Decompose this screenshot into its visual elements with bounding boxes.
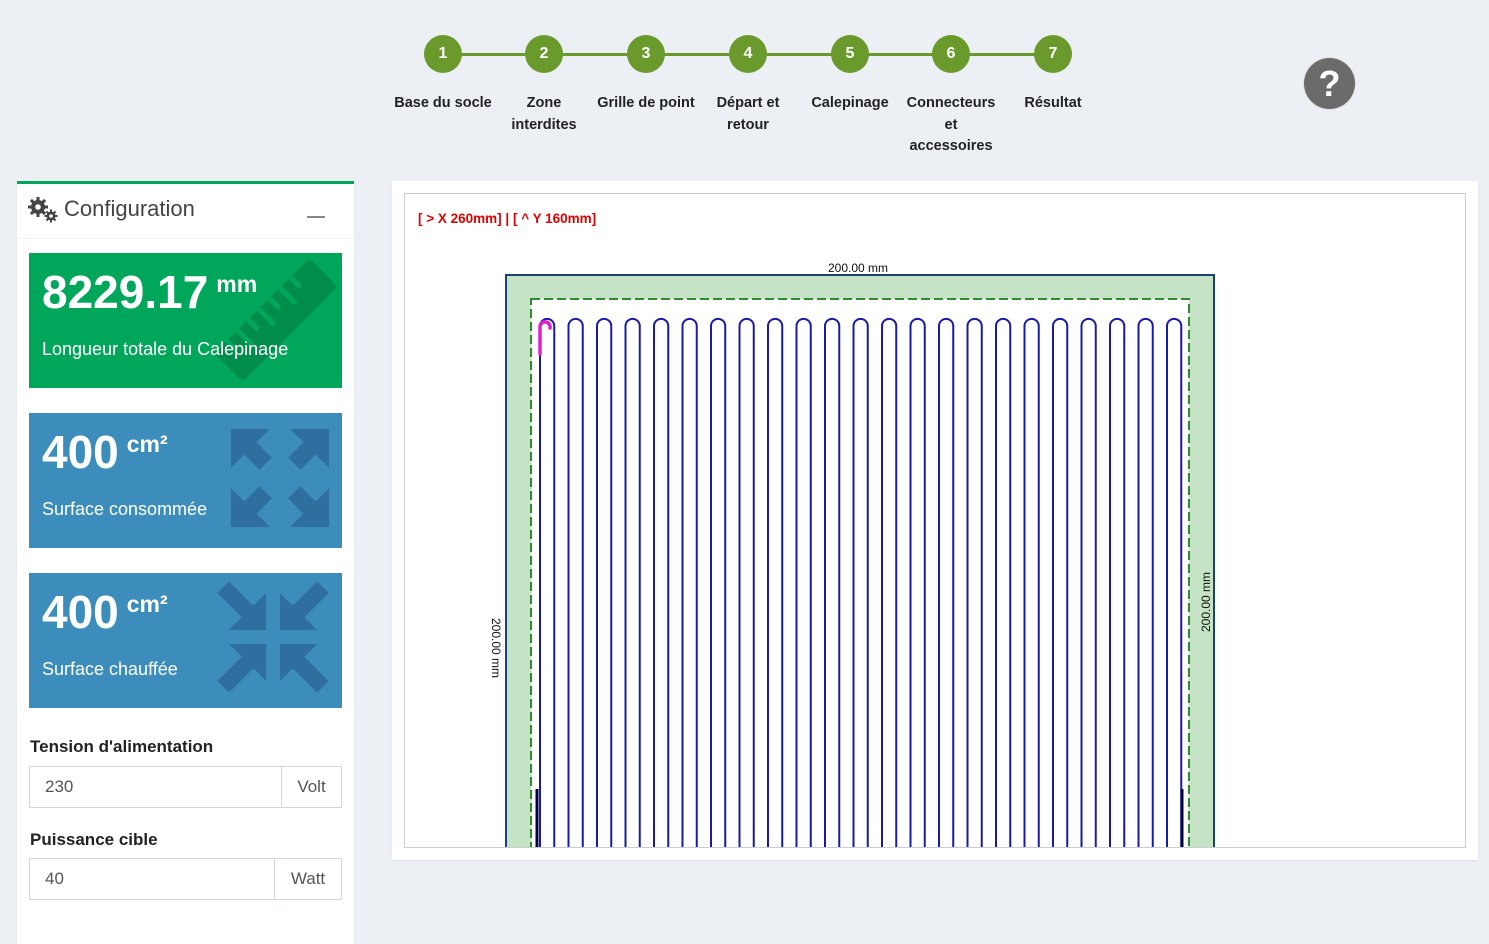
step-4-circle[interactable]: 4 xyxy=(729,35,767,73)
power-label: Puissance cible xyxy=(30,830,158,849)
voltage-label: Tension d'alimentation xyxy=(30,737,214,756)
power-unit: Watt xyxy=(274,859,341,899)
drawing-canvas[interactable]: [ > X 260mm] | [ ^ Y 160mm] 200.00 mm 20… xyxy=(404,193,1466,848)
surface-heated-unit: cm² xyxy=(126,591,168,617)
voltage-input-group: Volt xyxy=(29,766,342,808)
surface-used-value: 400 cm² xyxy=(42,425,168,479)
left-height-dimension-label: 200.00 mm xyxy=(489,618,503,679)
voltage-unit: Volt xyxy=(281,767,341,807)
gears-icon xyxy=(28,197,58,223)
step-6-circle[interactable]: 6 xyxy=(932,35,970,73)
compress-arrows-icon xyxy=(217,581,329,693)
right-height-dimension-label: 200.00 mm xyxy=(1199,571,1213,632)
surface-used-label: Surface consommée xyxy=(42,499,208,519)
panel-title: Configuration xyxy=(64,196,195,221)
step-7-label: Résultat xyxy=(1024,95,1082,111)
power-input-group: Watt xyxy=(29,858,342,900)
heating-trace xyxy=(539,317,1183,847)
drawing-panel: [ > X 260mm] | [ ^ Y 160mm] 200.00 mm 20… xyxy=(392,181,1478,860)
surface-heated-info-box: 400 cm² Surface chauffée xyxy=(29,573,342,708)
help-button[interactable]: ? xyxy=(1304,58,1355,109)
step-1-label: Base du socle xyxy=(394,95,492,111)
surface-used-info-box: 400 cm² Surface consommée xyxy=(29,413,342,548)
length-number: 8229.17 xyxy=(42,266,209,318)
step-5-circle[interactable]: 5 xyxy=(831,35,869,73)
length-value: 8229.17 mm xyxy=(42,265,257,319)
surface-heated-number: 400 xyxy=(42,586,119,638)
surface-heated-value: 400 cm² xyxy=(42,585,168,639)
length-unit: mm xyxy=(216,271,258,297)
expand-arrows-icon xyxy=(231,429,329,527)
width-dimension-label: 200.00 mm xyxy=(828,261,889,275)
panel-header: Configuration xyxy=(17,184,354,239)
step-3-label: Grille de point xyxy=(597,95,695,111)
minus-icon[interactable] xyxy=(307,216,325,218)
step-7-circle[interactable]: 7 xyxy=(1034,35,1072,73)
board-drawing[interactable] xyxy=(405,194,1465,847)
step-3-circle[interactable]: 3 xyxy=(627,35,665,73)
step-2-circle[interactable]: 2 xyxy=(525,35,563,73)
power-input[interactable] xyxy=(30,859,275,899)
surface-used-number: 400 xyxy=(42,426,119,478)
step-1-circle[interactable]: 1 xyxy=(424,35,462,73)
step-4-label: Départ et retour xyxy=(716,95,780,133)
heating-zone-boundary xyxy=(530,298,1190,847)
voltage-input[interactable] xyxy=(30,767,282,807)
trace-start-marker xyxy=(538,320,552,356)
ruler-icon xyxy=(216,260,336,380)
step-2-label: Zone interdites xyxy=(511,95,577,133)
length-info-box: 8229.17 mm Longueur totale du Calepinage xyxy=(29,253,342,388)
length-label: Longueur totale du Calepinage xyxy=(42,339,289,359)
step-6-label: Connecteurs et accessoires xyxy=(906,95,996,154)
surface-used-unit: cm² xyxy=(126,431,168,457)
step-5-label: Calepinage xyxy=(811,95,889,111)
cursor-coordinates: [ > X 260mm] | [ ^ Y 160mm] xyxy=(418,211,597,226)
surface-heated-label: Surface chauffée xyxy=(42,659,178,679)
stepper: 1 Base du socle 2 Zone interdites 3 Gril… xyxy=(0,0,1200,170)
